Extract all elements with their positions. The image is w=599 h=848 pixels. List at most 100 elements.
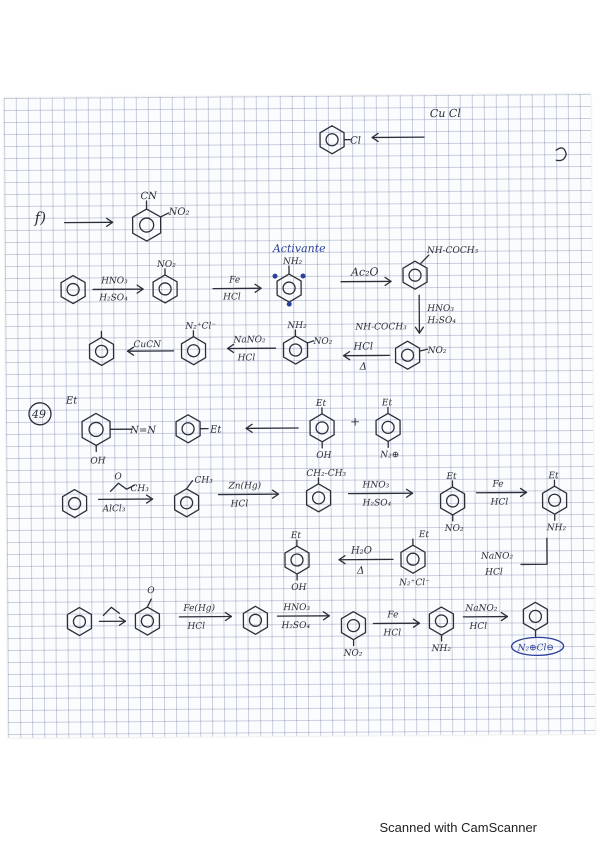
arrow-head xyxy=(118,616,127,626)
hcl-reagent-e: HCl xyxy=(490,498,509,508)
delta-condition-b: Δ xyxy=(356,566,364,577)
arrow-head xyxy=(338,555,346,565)
hcl-reagent: HCl xyxy=(222,292,241,302)
h2so4-reagent: H₂SO₄ xyxy=(98,293,128,303)
hno3-reagent-d: HNO₃ xyxy=(282,603,310,613)
product-ring-f xyxy=(88,330,115,367)
footer-text: Scanned with CamScanner xyxy=(379,820,537,835)
cl-label: Cl xyxy=(350,136,361,147)
problem-49-label: 49 xyxy=(31,408,46,421)
et-label-8: Et xyxy=(418,530,430,540)
acetanilide-ring xyxy=(402,254,430,290)
arrow-head xyxy=(145,494,154,504)
graph-paper-sheet: Cl Cu Cl f) CN NO₂ HNO₃ H₂SO₄ NO₂ Fe HCl… xyxy=(3,93,596,739)
no2-label-f: NO₂ xyxy=(343,649,363,659)
zn-hg-reagent: Zn(Hg) xyxy=(227,480,261,491)
azo-ring-right xyxy=(175,414,209,444)
nano2-reagent: NaNO₂ xyxy=(232,335,266,345)
h2so4-reagent-c: H₂SO₄ xyxy=(362,498,392,508)
nh2-label-b: NH₂ xyxy=(286,321,307,331)
phenol-ring xyxy=(309,407,335,449)
alcl3-reagent: AlCl₃ xyxy=(102,504,126,514)
ch2ch3-label: CH₂-CH₃ xyxy=(306,469,346,479)
oh-label-2: OH xyxy=(316,451,331,461)
arrow-head xyxy=(342,350,351,361)
hcl-reagent-f: HCl xyxy=(484,568,503,578)
hno3-reagent-b: HNO₃ xyxy=(426,304,454,314)
nitroethylbenzene-ring-b xyxy=(340,610,367,647)
nh2-label-d: NH₂ xyxy=(431,644,452,654)
ethylphenol-ring xyxy=(284,539,310,581)
plus-sign: + xyxy=(350,415,360,429)
nano2-reagent-b: NaNO₂ xyxy=(480,552,514,562)
para-dot xyxy=(286,301,292,307)
diazonium-ring-d xyxy=(522,601,549,638)
hno3-reagent: HNO₃ xyxy=(100,276,128,286)
scanner-watermark: Scanned with CamScanner xyxy=(0,818,599,842)
arrow-head xyxy=(384,276,392,287)
hcl-reagent-h: HCl xyxy=(382,628,401,638)
fe-reagent-c: Fe xyxy=(386,610,398,620)
hcl-reagent-c: HCl xyxy=(237,353,256,363)
diazonium-ring-c xyxy=(400,538,426,574)
acyl-ch3-label-b: CH₃ xyxy=(194,476,213,486)
arrow-head xyxy=(414,326,425,334)
et-label-3: Et xyxy=(315,399,327,409)
fe-reagent-b: Fe xyxy=(491,480,503,490)
acyl-group-drawing xyxy=(109,482,136,492)
no2-label-c: NO₂ xyxy=(427,346,447,356)
et-label-2: Et xyxy=(209,425,222,436)
acyl-ch3-label: CH₃ xyxy=(130,484,149,494)
nitroaniline-ring xyxy=(282,329,315,365)
arrow-head xyxy=(226,343,235,354)
ethylaniline-ring-b xyxy=(428,606,455,642)
n2-plus-label: N₂⊕ xyxy=(379,450,399,460)
target-ring-cn-no2 xyxy=(131,200,170,242)
acetophenone-ring xyxy=(173,480,200,518)
arrow-head xyxy=(245,423,253,433)
oh-label-1: OH xyxy=(90,456,105,466)
acyl-o-label: O xyxy=(114,472,122,482)
no2-label: NO₂ xyxy=(168,207,190,218)
arrow-head xyxy=(105,217,114,227)
oh-label-3: OH xyxy=(291,583,306,593)
acyl-o-label-b: O xyxy=(147,586,155,596)
nitroacetanilide-ring xyxy=(394,340,429,370)
benzene-ring xyxy=(60,274,86,305)
cn-label: CN xyxy=(140,191,158,202)
nh2-label-c: NH₂ xyxy=(546,523,567,533)
arrow-head xyxy=(412,618,421,628)
corner-mark xyxy=(555,147,567,162)
ethylaniline-ring xyxy=(541,479,568,521)
h2so4-reagent-b: H₂SO₄ xyxy=(426,316,456,326)
arrow-head xyxy=(224,611,233,622)
no2-label-d: NO₂ xyxy=(312,337,332,347)
arrow-head xyxy=(405,488,414,498)
aniline-ring xyxy=(276,265,302,303)
nhcoch3-label-b: NH-COCH₃ xyxy=(354,322,407,332)
ac2o-reagent: Ac₂O xyxy=(350,265,379,278)
et-label-5: Et xyxy=(445,472,457,482)
nitrobenzene-ring xyxy=(152,268,178,304)
arrow-down-diazo xyxy=(520,537,548,566)
diazonium-ring-b xyxy=(375,406,401,449)
acyl-group-drawing-b xyxy=(102,606,121,617)
arrow-head xyxy=(322,611,331,621)
ethylbenzene-ring xyxy=(305,477,332,513)
nh2-label: NH₂ xyxy=(282,257,303,267)
arrow-head xyxy=(500,611,509,622)
problem-49-circle xyxy=(28,402,52,426)
azo-bond-label: N=N xyxy=(129,425,157,436)
diazonium-ring xyxy=(180,330,207,366)
fe-reagent: Fe xyxy=(228,275,240,285)
no2-label-b: NO₂ xyxy=(156,260,176,270)
hcl-reagent-g: HCl xyxy=(186,622,205,632)
arrow-head xyxy=(371,132,379,143)
n2cl-label-b: N₂⁺Cl⁻ xyxy=(398,578,430,588)
arrow-head xyxy=(136,284,144,294)
problem-f-label: f) xyxy=(34,209,47,227)
arrow-head xyxy=(519,487,528,498)
et-label-1: Et xyxy=(65,396,78,407)
nhcoch3-label: NH-COCH₃ xyxy=(426,246,479,256)
reaction-scheme-drawing: Cl Cu Cl f) CN NO₂ HNO₃ H₂SO₄ NO₂ Fe HCl… xyxy=(28,107,568,659)
